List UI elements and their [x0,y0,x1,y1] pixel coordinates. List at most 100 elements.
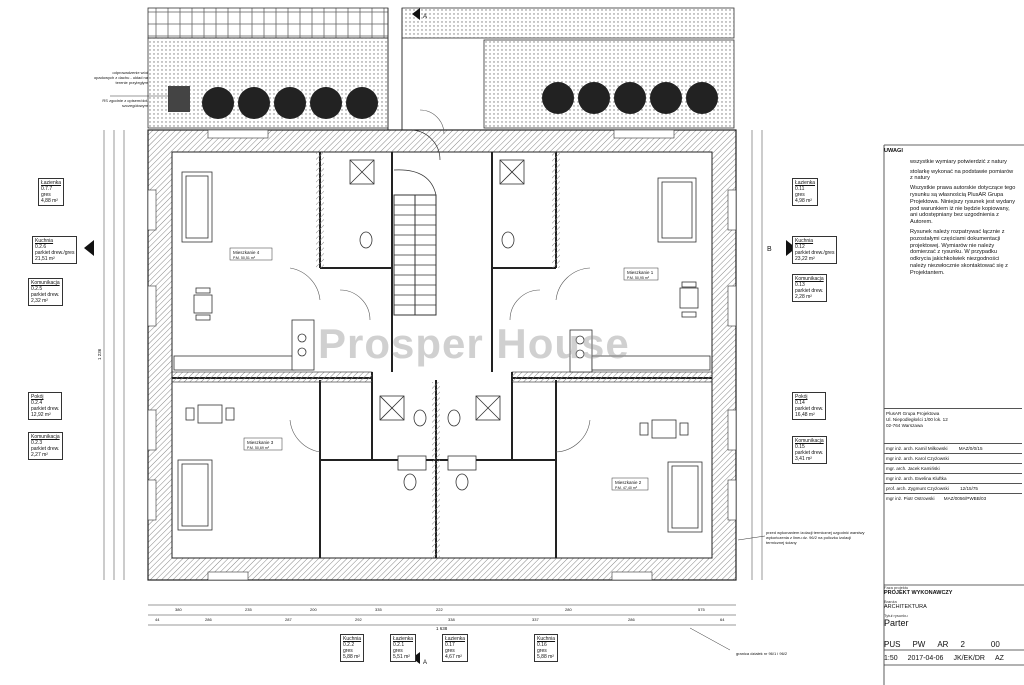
svg-text:280: 280 [565,607,572,612]
room-tag-left-4: Pokój 0.2.4 parkiet drew. 12,92 m² [28,392,63,420]
room-tag-right-5: Komunikacja 0.15 parkiet drew. 3,41 m² [792,436,827,464]
room-code: 0.17 [445,642,455,648]
revision-value: AZ [994,655,1004,662]
sofas [177,171,703,533]
room-name: Łazienka [795,180,816,186]
room-floor: parkiet drew./gres [35,250,75,256]
svg-text:222: 222 [436,607,443,612]
room-area: 2,27 m² [31,452,48,458]
svg-text:P.M. 50,95 m²: P.M. 50,95 m² [627,276,650,280]
svg-text:A: A [423,14,427,20]
author-role: mgr inż. arch. Ewelina Kluftka [886,476,947,481]
room-floor: parkiet drew./gres [795,250,835,256]
note-item: wszystkie wymiary potwierdzić z natury [910,158,1007,165]
rs-note: RS zgodnie z opisem/dot. szczegółowym [92,98,148,108]
callouts: granica działek nr 96/1 i 96/2 [110,95,788,656]
room-name: Kuchnia [795,238,814,244]
room-area: 21,51 m² [35,256,55,262]
room-name: Pokój [31,394,44,400]
room-floor: gres [343,648,353,654]
room-code: 0.13 [795,282,805,288]
room-tag-bottom-3: Łazienka 0.17 gres 4,67 m² [442,634,469,662]
room-code: 0.12 [795,244,805,250]
svg-text:P.M. 47,40 m²: P.M. 47,40 m² [615,486,638,490]
room-area: 3,41 m² [795,456,812,462]
room-code: 0.11 [795,186,805,192]
room-floor: gres [537,648,547,654]
room-tag-left-1: Łazienka 0.7.7 gres 4,88 m² [38,178,65,206]
room-floor: gres [41,192,51,198]
room-name: Kuchnia [343,636,362,642]
room-area: 16,48 m² [795,412,815,418]
room-floor: parkiet drew. [795,406,824,412]
code-a: PUS [884,640,901,649]
room-floor: parkiet drew. [31,406,60,412]
room-area: 5,88 m² [537,654,554,660]
staircase [393,129,441,316]
room-tag-left-2: Kuchnia 0.2.6 parkiet drew./gres 21,51 m… [32,236,78,264]
room-tag-left-5: Komunikacja 0.2.3 parkiet drew. 2,27 m² [28,432,63,460]
room-code: 0.2.6 [35,244,47,250]
title-row: mgr inż. arch. Ewelina Kluftka [884,473,1022,483]
sheet-label: Tytuł rysunku [884,613,908,618]
terrace-area [147,7,735,130]
room-code: 0.14 [795,400,805,406]
room-floor: parkiet drew. [31,446,60,452]
svg-text:337: 337 [532,617,539,622]
building-walls [147,129,737,581]
svg-text:575: 575 [698,607,705,612]
svg-text:200: 200 [310,607,317,612]
room-floor: gres [795,192,805,198]
phase-label: Faza projektu [884,585,909,590]
code-b: PW [912,640,926,649]
title-block: PlusAR Grupa Projektowa Ul. Niepodległoś… [884,408,1022,503]
section-marker-right: B [767,240,796,256]
author-num: 12/15/75 [960,486,978,491]
section-marker-top: A [412,8,427,20]
room-area: 2,28 m² [795,294,812,300]
room-code: 0.16 [537,642,547,648]
room-floor: gres [393,648,403,654]
room-floor: parkiet drew. [795,288,824,294]
room-area: 12,92 m² [31,412,51,418]
room-code: 0.15 [795,444,805,450]
svg-text:P.M. 50,69 m²: P.M. 50,69 m² [247,446,270,450]
bathrooms [349,159,525,491]
meta-row: 1:50 2017-04-06 JK/EK/DR AZ [884,655,1022,662]
room-floor: parkiet drew. [795,450,824,456]
room-code: 0.2.4 [31,400,43,406]
svg-text:B: B [767,246,772,253]
wall-hatching-strips [171,152,713,558]
scale-value: 1:50 [884,655,898,662]
author-num: MAZ/0056/PWBB/03 [943,496,987,501]
room-area: 5,51 m² [393,654,410,660]
rs-note-text: RS zgodnie z opisem/dot. szczegółowym [102,98,148,108]
svg-text:286: 286 [628,617,635,622]
room-area: 4,88 m² [41,198,58,204]
svg-text:Mieszkanie 3: Mieszkanie 3 [247,440,274,445]
svg-text:380: 380 [175,607,182,612]
code-e: 00 [990,640,1000,649]
svg-text:P.M. 50,51 m²: P.M. 50,51 m² [233,256,256,260]
room-area: 5,88 m² [343,654,360,660]
garden-shrubs [168,82,718,119]
svg-text:64: 64 [720,617,725,622]
watermark: Prosper House [318,320,630,367]
room-area: 4,67 m² [445,654,462,660]
room-name: Łazienka [445,636,466,642]
svg-text:292: 292 [355,617,362,622]
author-num: MAZ/0/0/15 [958,446,983,451]
svg-text:A: A [423,660,427,666]
svg-text:44: 44 [155,617,160,622]
room-name: Kuchnia [537,636,556,642]
svg-text:Mieszkanie 2: Mieszkanie 2 [615,480,642,485]
room-name: Komunikacja [31,280,60,286]
svg-text:338: 338 [448,617,455,622]
code-d: 2 [960,640,965,649]
title-row: mgr inż. arch. Kamil Milkowski MAZ/0/0/1… [884,443,1022,453]
room-floor: parkiet drew. [31,292,60,298]
room-name: Komunikacja [31,434,60,440]
branch-label: Branża [884,599,897,604]
company-city: 02-764 Warszawa [886,423,923,428]
